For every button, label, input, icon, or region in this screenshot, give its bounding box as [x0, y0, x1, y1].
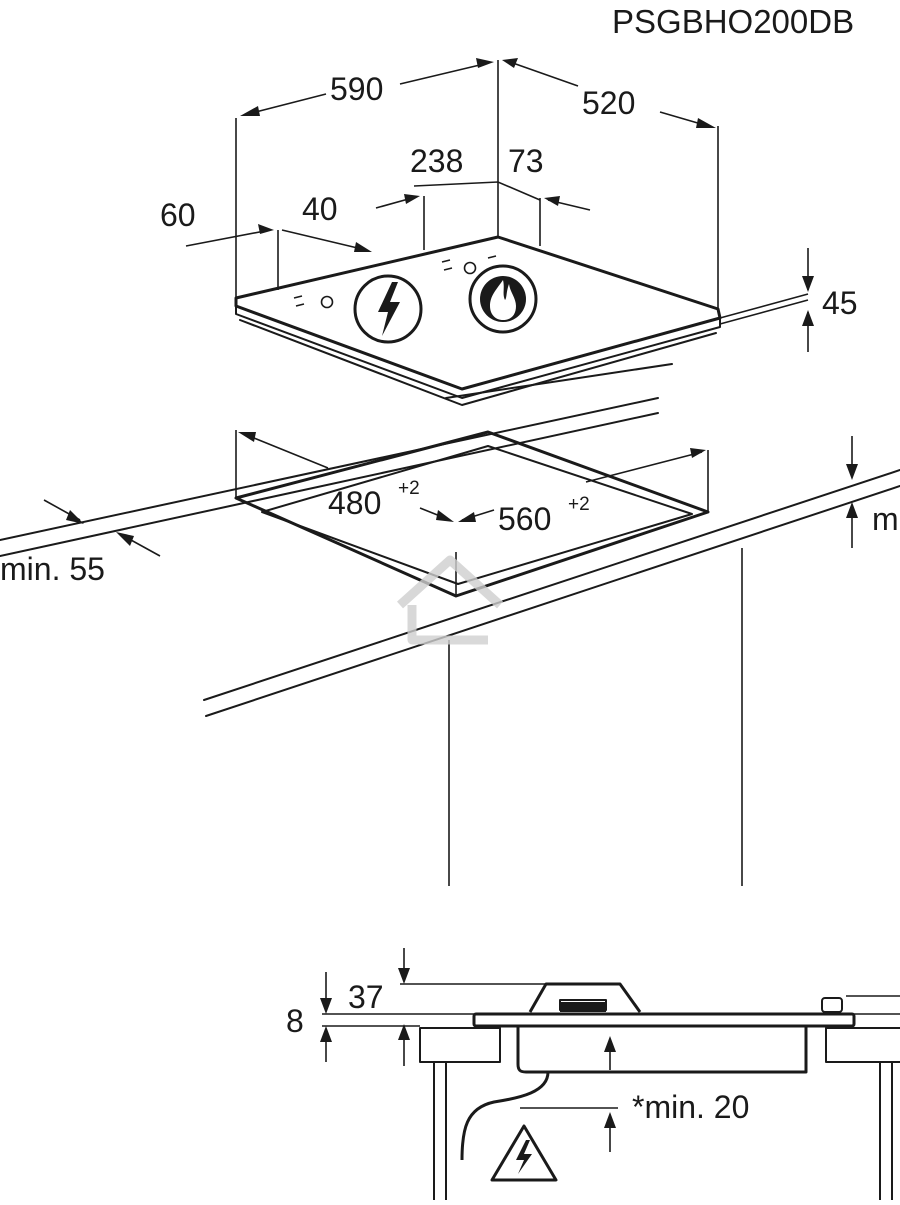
svg-text:40: 40: [302, 191, 338, 227]
dimension-burner-rear: 73: [508, 143, 591, 211]
svg-text:560: 560: [498, 501, 551, 537]
electric-warning-icon: [490, 1124, 558, 1182]
watermark-logo: [396, 555, 504, 645]
svg-text:520: 520: [582, 85, 635, 121]
svg-text:480: 480: [328, 485, 381, 521]
dimension-front-min: min. 55: [0, 499, 161, 587]
dimension-knob-spacing: 40: [281, 191, 372, 252]
worktop: [0, 397, 900, 886]
svg-text:45: 45: [822, 285, 858, 321]
svg-text:*min. 20: *min. 20: [632, 1089, 749, 1125]
knob-mark-right: [463, 261, 477, 275]
svg-text:min. 55: min. 55: [0, 551, 105, 587]
svg-text:60: 60: [160, 197, 196, 233]
hob-appliance: [234, 60, 809, 406]
dimension-cutout-depth: 480 +2: [238, 432, 454, 522]
gas-flame-icon: [468, 264, 538, 334]
dimension-height: 45: [802, 248, 858, 352]
dimension-section-top: 37: [348, 948, 410, 1066]
svg-text:8: 8: [286, 1003, 304, 1039]
svg-text:238: 238: [410, 143, 463, 179]
electric-plate-icon: [353, 274, 423, 344]
knob-mark-left: [320, 295, 334, 309]
svg-text:73: 73: [508, 143, 544, 179]
dimension-cutout-width: 560 +2: [458, 448, 706, 537]
dimension-burner-spacing: 238: [375, 143, 541, 209]
dimension-right-min: m: [846, 436, 899, 548]
svg-text:m: m: [872, 501, 899, 537]
svg-text:+2: +2: [568, 494, 590, 515]
svg-text:37: 37: [348, 979, 384, 1015]
section-view: *min. 20: [322, 982, 900, 1201]
dimension-knob-offset: 60: [160, 197, 274, 247]
svg-text:590: 590: [330, 71, 383, 107]
dimension-depth: 520: [502, 58, 716, 128]
dimension-section-gap: 8: [286, 972, 332, 1062]
dimension-width: 590: [240, 58, 494, 116]
svg-text:+2: +2: [398, 478, 420, 499]
model-label: PSGBHO200DB: [612, 3, 854, 40]
